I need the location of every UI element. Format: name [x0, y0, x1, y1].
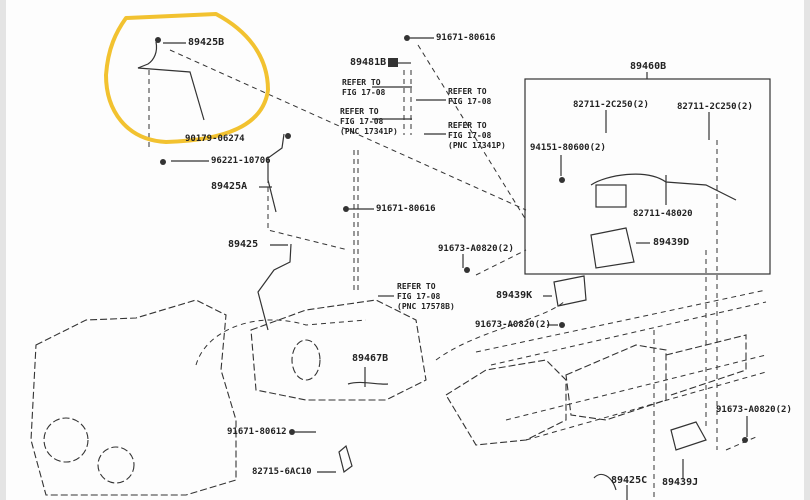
label-89481B: 89481B [350, 57, 387, 68]
ref-note-3: REFER TO FIG 17-08 (PNC 17341P) [340, 107, 398, 136]
sensor-module [595, 184, 627, 208]
label-91673-A0820-c: 91673-A0820(2) [716, 405, 792, 415]
label-89439D: 89439D [653, 237, 690, 248]
label-90179-06274: 90179-06274 [185, 134, 245, 144]
turbo-manifold [250, 299, 427, 401]
label-96221-10706: 96221-10706 [211, 156, 271, 166]
label-91671-80612: 91671-80612 [227, 427, 287, 437]
label-89467B: 89467B [352, 353, 389, 364]
sensor-82715 [338, 444, 353, 474]
vsv-89481B [388, 58, 398, 67]
label-89439K: 89439K [496, 290, 533, 301]
bolt-91673-c [742, 437, 748, 443]
bolt-91671-top [404, 35, 410, 41]
label-82711-2C250-right: 82711-2C250(2) [677, 102, 753, 112]
label-91671-80616-top: 91671-80616 [436, 33, 496, 43]
sensor-89425B [137, 41, 205, 121]
label-91671-80616-mid: 91671-80616 [376, 204, 436, 214]
sensor-89425A [267, 133, 285, 213]
bolt-91673-a [464, 267, 470, 273]
clip-96221 [160, 159, 166, 165]
label-91673-A0820-a: 91673-A0820(2) [438, 244, 514, 254]
connector-89425B [155, 37, 161, 43]
engine-block [30, 299, 237, 496]
sensor-harness [590, 173, 737, 201]
label-89425B: 89425B [188, 37, 225, 48]
sensor-89425 [257, 243, 292, 331]
label-91673-A0820-b: 91673-A0820(2) [475, 320, 551, 330]
label-94151-80600: 94151-80600(2) [530, 143, 606, 153]
label-89425C: 89425C [611, 475, 648, 486]
label-82715-6AC10: 82715-6AC10 [252, 467, 312, 477]
ref-note-4: REFER TO FIG 17-08 (PNC 17341P) [448, 121, 506, 150]
sensor-89467B [347, 381, 389, 385]
ref-note-1: REFER TO FIG 17-08 [342, 78, 386, 97]
label-89460B: 89460B [630, 61, 667, 72]
parts-diagram: 89425B 90179-06274 96221-10706 89425A 91… [6, 0, 804, 500]
ref-note-5: REFER TO FIG 17-08 (PNC 17578B) [397, 282, 455, 311]
label-89425: 89425 [228, 239, 259, 250]
bracket-89439K [553, 275, 587, 307]
highlight-circle [104, 12, 270, 144]
label-89425A: 89425A [211, 181, 248, 192]
label-89439J: 89439J [662, 477, 699, 488]
diagram-drawing [30, 12, 771, 500]
label-82711-2C250-left: 82711-2C250(2) [573, 100, 649, 110]
catalytic-converter [445, 359, 567, 446]
sensor-89425C [593, 473, 617, 491]
label-82711-48020: 82711-48020 [633, 209, 693, 219]
bolt-91673-b [559, 322, 565, 328]
nut-94151 [559, 177, 565, 183]
bracket-89439D [590, 227, 635, 269]
bracket-89439J [670, 421, 707, 451]
bolt-91671-low [289, 429, 295, 435]
dpf-section [565, 344, 667, 421]
bolt-91671-mid [343, 206, 349, 212]
ref-note-2: REFER TO FIG 17-08 [448, 87, 492, 106]
